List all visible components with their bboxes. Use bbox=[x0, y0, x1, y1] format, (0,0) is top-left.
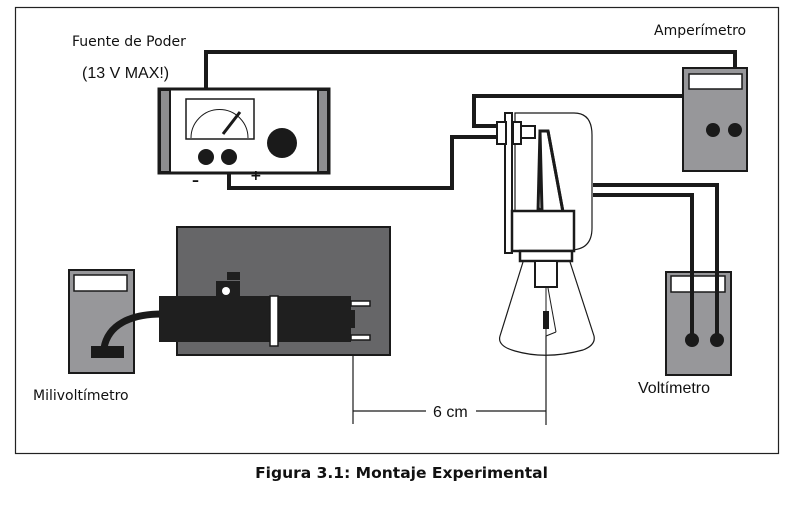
lamp-mount-plate bbox=[504, 112, 513, 254]
sensor-prong-bottom bbox=[350, 334, 371, 341]
ammeter-label: Amperímetro bbox=[654, 23, 746, 39]
terminal-minus-label: – bbox=[192, 173, 199, 189]
lamp-connector-right bbox=[512, 121, 522, 145]
lamp-cap bbox=[534, 260, 558, 288]
lamp-connector-left bbox=[496, 121, 507, 145]
sensor-clamp-screw bbox=[222, 287, 230, 295]
sensor-ring bbox=[269, 295, 279, 347]
ammeter-terminal-right bbox=[728, 123, 742, 137]
power-supply-limit-label: (13 V MAX!) bbox=[82, 65, 169, 82]
analog-meter-needle bbox=[221, 111, 242, 135]
ammeter-display bbox=[688, 73, 743, 90]
power-supply-knob bbox=[267, 128, 297, 158]
ammeter bbox=[682, 67, 748, 172]
distance-marker bbox=[352, 336, 547, 425]
voltmeter-display bbox=[670, 275, 726, 293]
thermopile-sensor bbox=[159, 272, 371, 347]
millivoltmeter-connector bbox=[91, 346, 124, 358]
millivoltmeter-label: Milivoltímetro bbox=[33, 388, 129, 404]
lamp-socket bbox=[510, 209, 576, 253]
lamp-bulb bbox=[498, 261, 595, 356]
terminal-plus bbox=[221, 149, 237, 165]
lamp-socket-base bbox=[518, 249, 574, 263]
analog-meter-window bbox=[185, 98, 255, 140]
thermopile-cable bbox=[100, 310, 163, 349]
lamp-filament bbox=[543, 311, 549, 329]
voltmeter-terminal-left bbox=[685, 333, 699, 347]
power-supply-label: Fuente de Poder bbox=[72, 34, 186, 50]
figure-frame bbox=[14, 6, 780, 455]
terminal-plus-label: + bbox=[250, 168, 262, 184]
figure-caption: Figura 3.1: Montaje Experimental bbox=[255, 464, 548, 482]
lamp-connector-tip bbox=[520, 125, 536, 139]
lamp-assembly bbox=[496, 112, 595, 356]
terminal-minus bbox=[198, 149, 214, 165]
voltmeter-label: Voltímetro bbox=[638, 380, 710, 397]
distance-label: 6 cm bbox=[433, 404, 468, 421]
power-supply bbox=[157, 87, 331, 175]
power-supply-left-handle bbox=[159, 89, 171, 173]
voltmeter-terminal-right bbox=[710, 333, 724, 347]
wire-supply-plus-to-tube bbox=[227, 135, 498, 190]
analog-meter-scale bbox=[190, 109, 249, 139]
millivoltmeter-display bbox=[73, 274, 128, 292]
sensor-prong-top bbox=[350, 300, 371, 307]
ammeter-terminal-left bbox=[706, 123, 720, 137]
voltmeter bbox=[665, 271, 732, 376]
power-supply-right-handle bbox=[317, 89, 329, 173]
